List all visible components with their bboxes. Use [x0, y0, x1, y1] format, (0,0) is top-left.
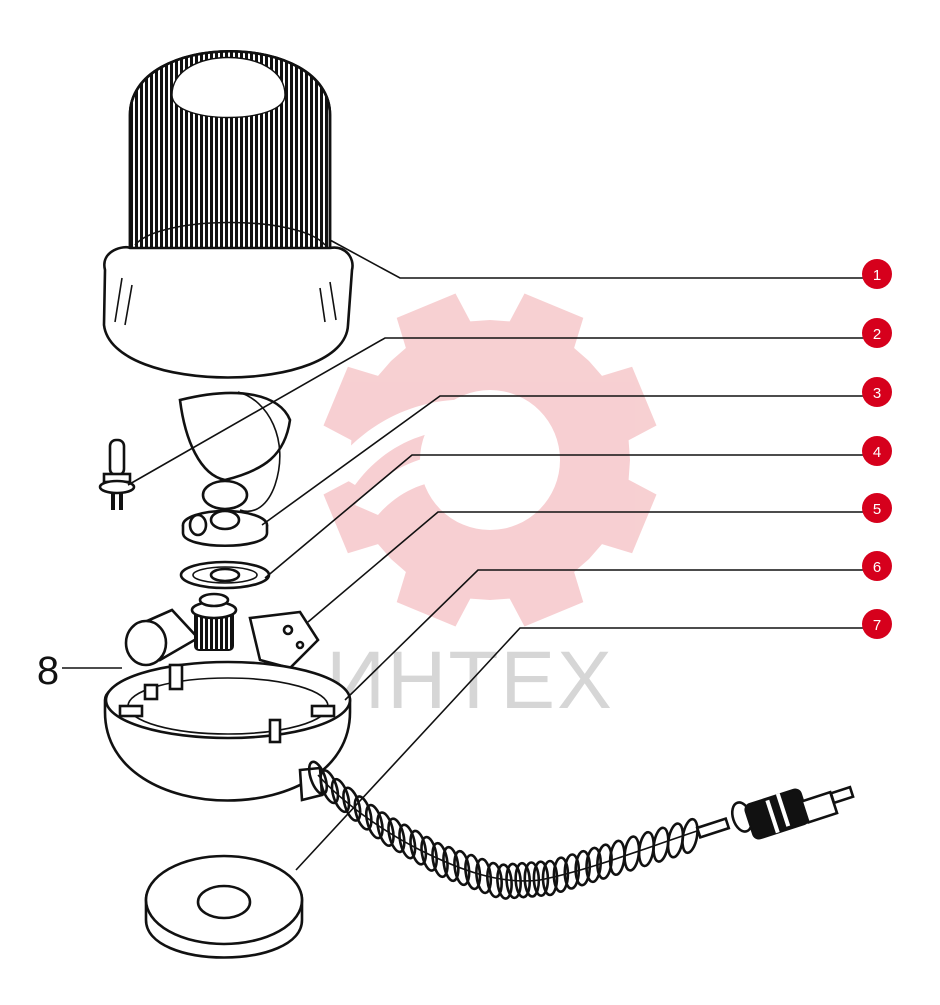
bulb-holder-plate	[181, 509, 269, 547]
motor	[124, 592, 320, 670]
cable-coil	[514, 861, 532, 899]
cable-coil	[496, 863, 513, 900]
callout-6: 6	[862, 551, 892, 581]
cable-coil	[420, 835, 438, 872]
callout-1: 1	[862, 259, 892, 289]
cable-coil	[353, 795, 373, 831]
cable-coil	[552, 856, 570, 893]
leader-line-5	[307, 511, 864, 623]
cable-coil	[431, 841, 449, 879]
cable-coil	[364, 803, 384, 840]
gear-ring	[179, 560, 271, 590]
cable-coil	[409, 829, 428, 866]
cable-coil	[387, 817, 406, 854]
watermark-logo	[323, 293, 657, 627]
cigarette-lighter-plug	[695, 785, 855, 840]
leader-lines	[62, 239, 864, 871]
cable-coil	[398, 823, 417, 860]
cable-coil	[681, 817, 699, 855]
leader-line-7	[295, 627, 864, 871]
magnetic-pad	[144, 854, 304, 959]
cable-coil	[505, 862, 522, 900]
watermark-text: ИНТЕХ	[326, 635, 614, 726]
cable-coil	[523, 861, 541, 898]
watermark-gear-swirl-2	[355, 453, 515, 515]
leader-line-6	[344, 569, 864, 701]
svg-text:6: 6	[873, 559, 881, 576]
cable-coil	[475, 857, 493, 895]
dome-highlight	[171, 56, 286, 119]
callout-2: 2	[862, 318, 892, 348]
callout-7: 7	[862, 609, 892, 639]
cable-coil	[442, 845, 460, 883]
watermark-gear	[323, 293, 657, 627]
cable-coil	[464, 853, 482, 891]
svg-text:2: 2	[873, 326, 881, 343]
cable-coil	[563, 853, 581, 890]
base-housing	[103, 660, 352, 802]
coiled-cable	[307, 760, 701, 900]
svg-text:3: 3	[873, 385, 881, 402]
cable-coil	[453, 849, 471, 887]
cable-coil	[532, 860, 550, 897]
svg-text:4: 4	[873, 444, 881, 461]
watermark-gear-swirl	[330, 399, 540, 485]
cable-coil	[376, 811, 395, 847]
cable-coil	[541, 859, 559, 897]
leader-line-1	[329, 239, 864, 279]
svg-text:7: 7	[873, 617, 881, 634]
cable-coil	[574, 849, 592, 887]
svg-text:5: 5	[873, 501, 881, 518]
callout-4: 4	[862, 436, 892, 466]
cable-coil	[596, 843, 613, 880]
svg-text:1: 1	[873, 267, 881, 284]
cable-coil	[342, 786, 362, 822]
side-label-8: 8	[37, 649, 59, 693]
callout-3: 3	[862, 377, 892, 407]
halogen-bulb	[98, 438, 136, 510]
leader-line-2	[127, 337, 864, 486]
dome-lens	[102, 49, 354, 379]
callout-5: 5	[862, 493, 892, 523]
leader-line-3	[261, 395, 864, 526]
leader-line-4	[264, 454, 864, 579]
cable-coil	[585, 846, 602, 884]
cable-coil	[330, 777, 351, 814]
reflector	[178, 391, 292, 512]
cable-coil	[486, 861, 503, 899]
